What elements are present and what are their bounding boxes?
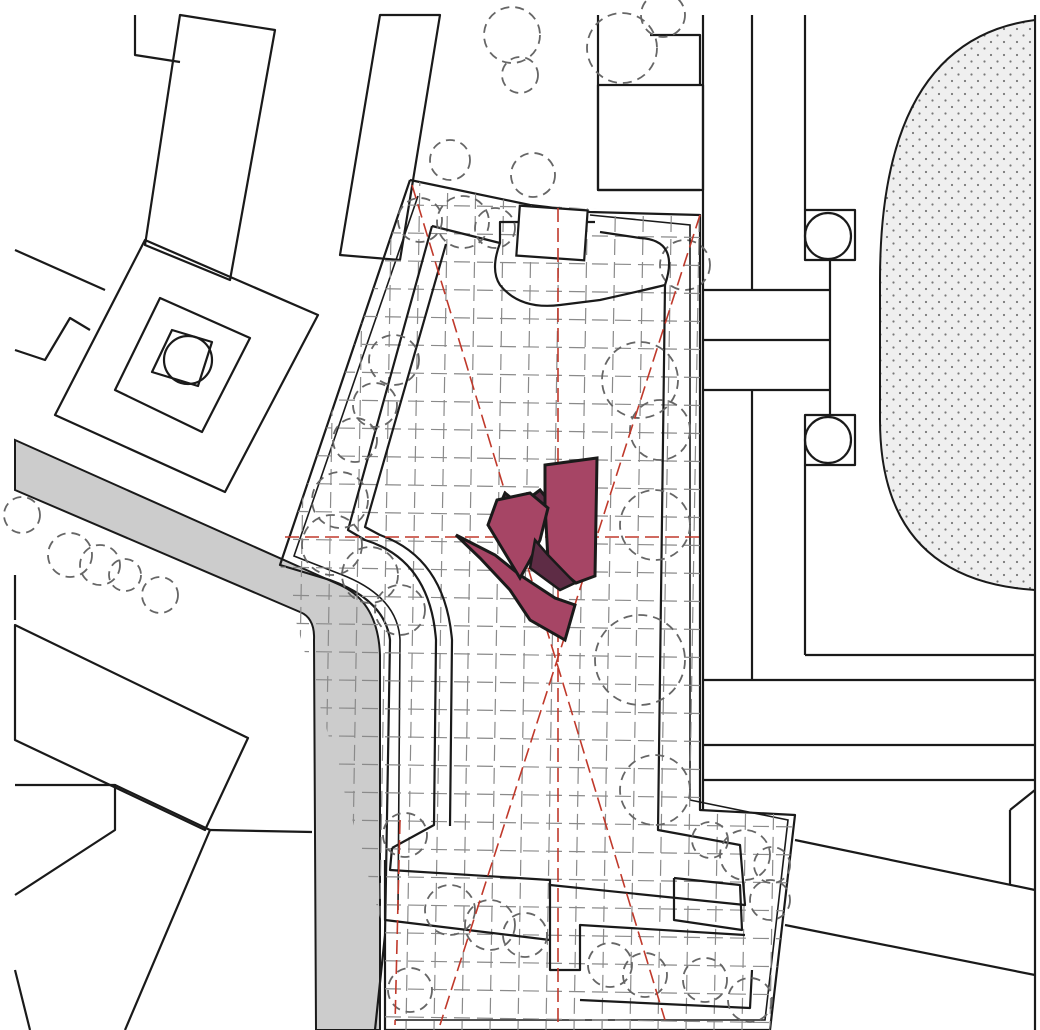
paving-grid-line [433, 180, 449, 1030]
paving-grid-line [280, 398, 795, 408]
paving-grid-line [280, 818, 795, 828]
paving-grid-line [405, 180, 421, 1030]
paving-grid-line [280, 930, 795, 940]
paving-grid-line [280, 958, 795, 968]
paving-grid-line [657, 180, 673, 1030]
paving-grid-line [280, 482, 795, 492]
paving-grid-line [280, 454, 795, 464]
stadium-dotted-area [879, 18, 1036, 592]
paving-grid-line [685, 180, 701, 1030]
paving-grid-line [769, 180, 785, 1030]
paving-grid-line [629, 180, 645, 1030]
paving-grid-line [280, 180, 795, 184]
paving-grid-line [280, 370, 795, 380]
paving-grid-line [280, 846, 795, 856]
road [14, 438, 381, 1030]
paving-grid-line [280, 314, 795, 324]
building-outlines-left [13, 13, 320, 1030]
inner-planter-bands [346, 220, 754, 1010]
paving-grid-line [280, 902, 795, 912]
kiosk [515, 204, 589, 262]
trees-outside [3, 0, 711, 614]
trees-inside [301, 195, 791, 1023]
paving-grid-line [517, 180, 533, 1030]
paving-grid-line [280, 986, 795, 996]
paving-grid-line [280, 342, 795, 352]
paving-grid-line [461, 180, 477, 1030]
paving-grid-line [601, 180, 617, 1030]
paving-grid-line [280, 258, 795, 268]
paving-grid-line [489, 180, 505, 1030]
paving-grid-line [280, 1014, 795, 1024]
paving-grid-line [377, 180, 393, 1030]
paving-grid-line [280, 426, 795, 436]
sculpture [454, 456, 599, 643]
